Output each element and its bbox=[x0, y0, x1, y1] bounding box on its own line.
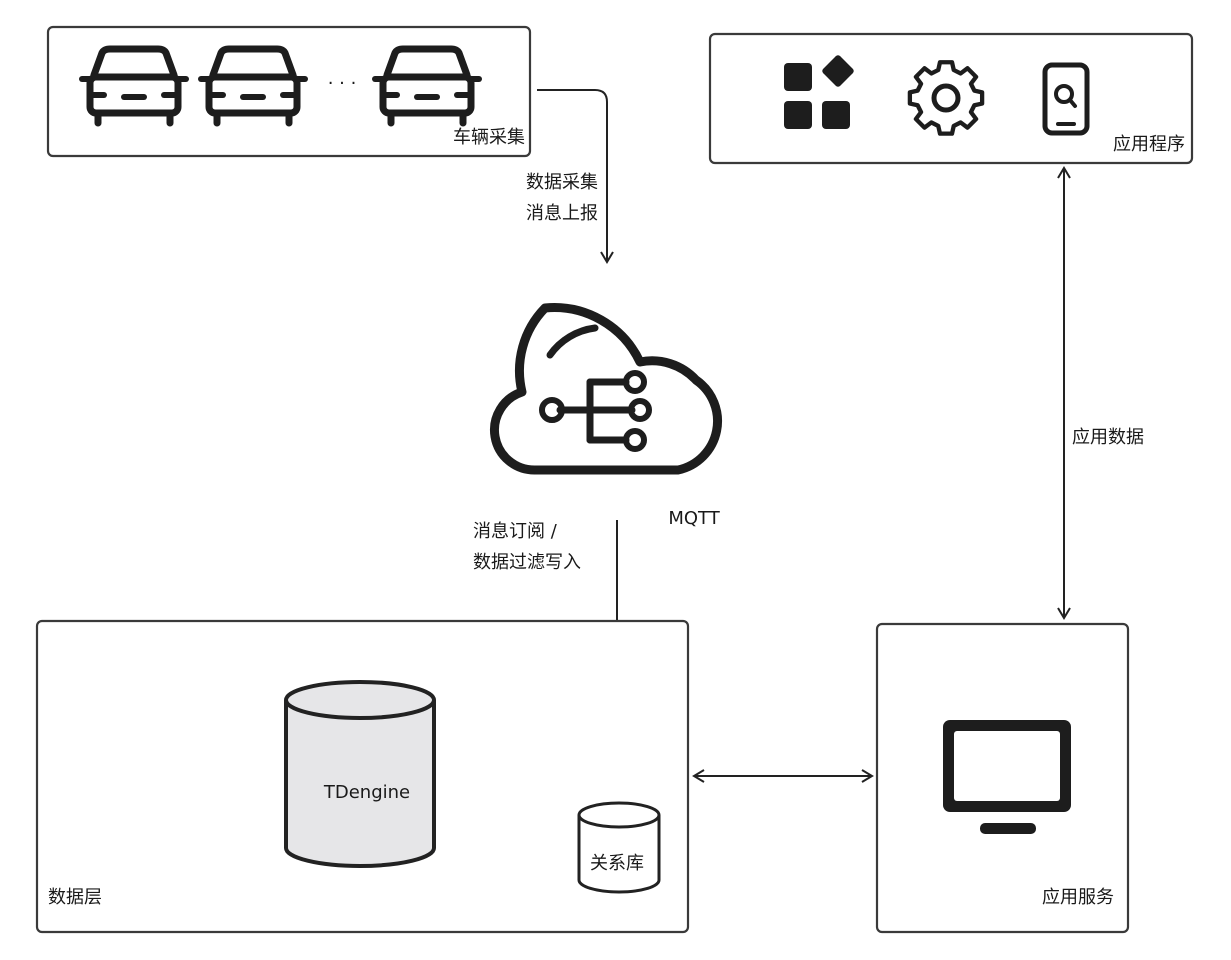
vehicle-collection-box: · · · 车辆采集 bbox=[46, 25, 532, 158]
applications-label: 应用程序 bbox=[1113, 134, 1185, 155]
subscribe-edge-label-1: 消息订阅 / bbox=[473, 521, 558, 542]
relational-database: 关系库 bbox=[577, 801, 661, 894]
collect-edge-label-2: 消息上报 bbox=[526, 203, 598, 224]
collect-report-edge: 数据采集 消息上报 bbox=[526, 89, 614, 264]
relational-db-label: 关系库 bbox=[590, 853, 644, 874]
mqtt-label: MQTT bbox=[668, 508, 720, 529]
data-layer-label: 数据层 bbox=[48, 887, 102, 908]
gear-icon bbox=[907, 60, 985, 136]
network-node-icon bbox=[539, 370, 652, 452]
collect-edge-label-1: 数据采集 bbox=[526, 172, 598, 193]
tdengine-label: TDengine bbox=[323, 782, 410, 803]
vehicle-collection-label: 车辆采集 bbox=[453, 127, 525, 148]
app-grid-icon bbox=[784, 55, 854, 129]
app-service-label: 应用服务 bbox=[1042, 887, 1114, 908]
app-data-label: 应用数据 bbox=[1072, 427, 1144, 448]
applications-box: 应用程序 bbox=[708, 32, 1194, 165]
monitor-icon bbox=[943, 720, 1071, 834]
tdengine-database: TDengine bbox=[284, 680, 436, 868]
subscribe-edge-label-2: 数据过滤写入 bbox=[473, 552, 581, 573]
data-layer-box: TDengine 关系库 数据层 bbox=[35, 619, 690, 934]
vehicle-ellipsis: · · · bbox=[328, 73, 357, 94]
cloud-icon bbox=[490, 303, 723, 475]
app-data-edge: 应用数据 bbox=[1057, 166, 1144, 620]
app-service-box: 应用服务 bbox=[875, 622, 1130, 934]
mobile-search-icon bbox=[1042, 62, 1090, 136]
mqtt-broker: MQTT bbox=[490, 303, 723, 529]
